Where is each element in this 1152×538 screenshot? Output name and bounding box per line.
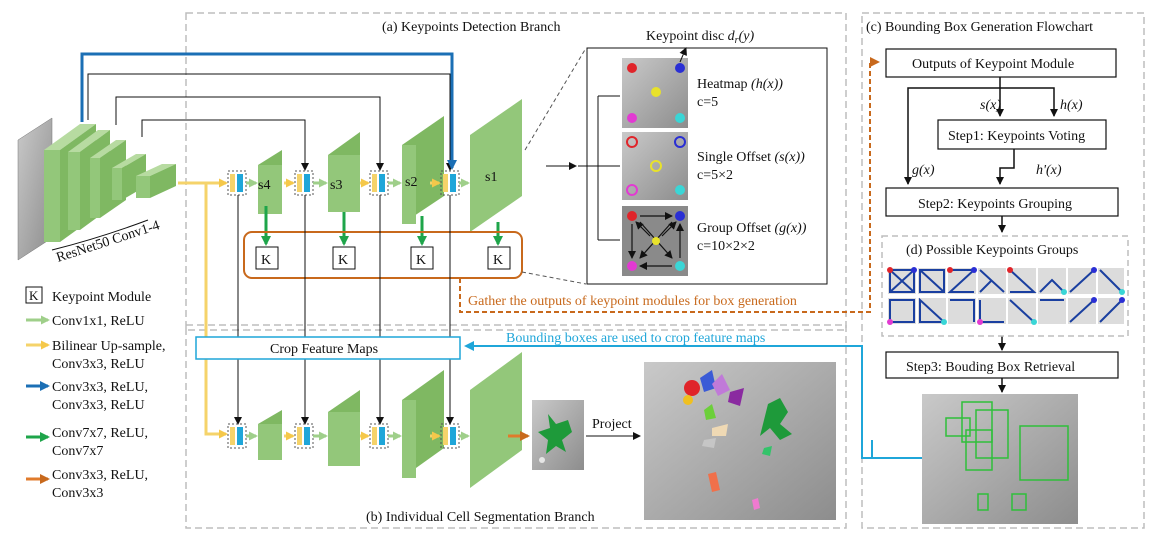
gather-note: Gather the outputs of keypoint modules f…	[468, 294, 797, 309]
crop-feature-maps-label: Crop Feature Maps	[270, 342, 378, 357]
heatmap-label: Heatmap (h(x))	[697, 77, 783, 92]
yellow-branch-connection	[204, 183, 228, 439]
project-label: Project	[592, 417, 632, 432]
step2-label: Step2: Keypoints Grouping	[918, 197, 1072, 212]
legend-label-upsample-2: Conv3x3, ReLU	[52, 357, 145, 372]
stage-label-s3: s3	[330, 178, 342, 193]
step2-box	[885, 187, 1119, 217]
legend-k-label: Keypoint Module	[52, 290, 151, 305]
stage-label-s1: s1	[485, 170, 497, 185]
step3-label: Step3: Bouding Box Retrieval	[906, 360, 1075, 375]
keypoint-group-dots	[887, 267, 1125, 325]
flowchart-arrows	[904, 77, 1058, 393]
legend-label-green-1: Conv7x7, ReLU,	[52, 426, 148, 441]
stage-label-s2: s2	[405, 175, 417, 190]
group-offset-channels: c=10×2×2	[697, 239, 755, 254]
section-a-frame	[185, 12, 847, 331]
section-c-frame	[861, 12, 1145, 529]
legend-label-upsample-1: Bilinear Up-sample,	[52, 339, 166, 354]
bbox-retrieval-image	[922, 394, 1078, 524]
legend-k-letter: K	[29, 288, 39, 303]
section-b-title: (b) Individual Cell Segmentation Branch	[366, 510, 595, 525]
keypoint-disc-input-arrows	[578, 95, 620, 241]
legend-label-green-2: Conv7x7	[52, 444, 103, 459]
section-b-frame	[185, 324, 847, 529]
heatmap-channels: c=5	[697, 95, 718, 110]
decoder-blocks-a	[258, 99, 522, 232]
step1-label: Step1: Keypoints Voting	[948, 129, 1085, 144]
single-offset-label: Single Offset (s(x))	[697, 150, 805, 165]
k-module-2: K	[338, 253, 348, 268]
keypoint-groups	[888, 268, 1124, 324]
legend-label-blue-1: Conv3x3, ReLU,	[52, 380, 148, 395]
g-of-x-label: g(x)	[912, 163, 935, 178]
skip-connections-top	[87, 73, 454, 171]
s-of-x-label: s(x)	[980, 98, 1001, 113]
keypoint-disc-title: Keypoint disc dr(y)	[646, 29, 754, 46]
section-a-title: (a) Keypoints Detection Branch	[382, 20, 560, 35]
single-offset-thumbnail	[622, 132, 688, 200]
possible-groups-title: (d) Possible Keypoints Groups	[906, 243, 1078, 258]
crop-feature-maps-box	[195, 336, 461, 360]
group-offset-label: Group Offset (g(x))	[697, 221, 807, 236]
legend-label-conv1x1: Conv1x1, ReLU	[52, 314, 145, 329]
keypoint-modules	[255, 246, 511, 270]
gather-connection	[459, 57, 880, 313]
k-module-4: K	[493, 253, 503, 268]
conv7-arrows	[261, 206, 503, 246]
legend-label-blue-2: Conv3x3, ReLU	[52, 398, 145, 413]
legend-label-orange-1: Conv3x3, ReLU,	[52, 468, 148, 483]
k-module-3: K	[416, 253, 426, 268]
shared-feature-lines	[234, 195, 454, 425]
step1-box	[937, 119, 1107, 150]
legend-label-orange-2: Conv3x3	[52, 486, 103, 501]
segmentation-output	[644, 362, 836, 520]
h-prime-label: h'(x)	[1036, 163, 1062, 178]
single-cell-mask	[532, 400, 584, 470]
zoom-guides	[521, 47, 587, 285]
possible-groups-frame	[881, 235, 1129, 337]
crop-connection	[464, 341, 873, 459]
section-c-title: (c) Bounding Box Generation Flowchart	[866, 20, 1093, 35]
resnet-backbone	[44, 124, 176, 242]
step3-box	[885, 351, 1119, 379]
k-module-1: K	[261, 253, 271, 268]
crop-note: Bounding boxes are used to crop feature …	[506, 331, 765, 346]
blue-skip-connection	[80, 52, 457, 170]
legend: K Keypoint Module Conv1x1, ReLU Bilinear…	[25, 286, 166, 501]
h-of-x-label: h(x)	[1060, 98, 1083, 113]
group-offset-thumbnail	[622, 206, 688, 276]
decoder-blocks-b	[258, 352, 522, 488]
outputs-label: Outputs of Keypoint Module	[912, 57, 1074, 72]
stage-label-s4: s4	[258, 178, 270, 193]
legend-k-box	[25, 286, 43, 304]
backbone-brace	[51, 219, 149, 251]
single-offset-channels: c=5×2	[697, 168, 733, 183]
outputs-box	[885, 48, 1117, 78]
keypoint-modules-group	[243, 231, 523, 279]
heatmap-thumbnail	[622, 47, 688, 128]
